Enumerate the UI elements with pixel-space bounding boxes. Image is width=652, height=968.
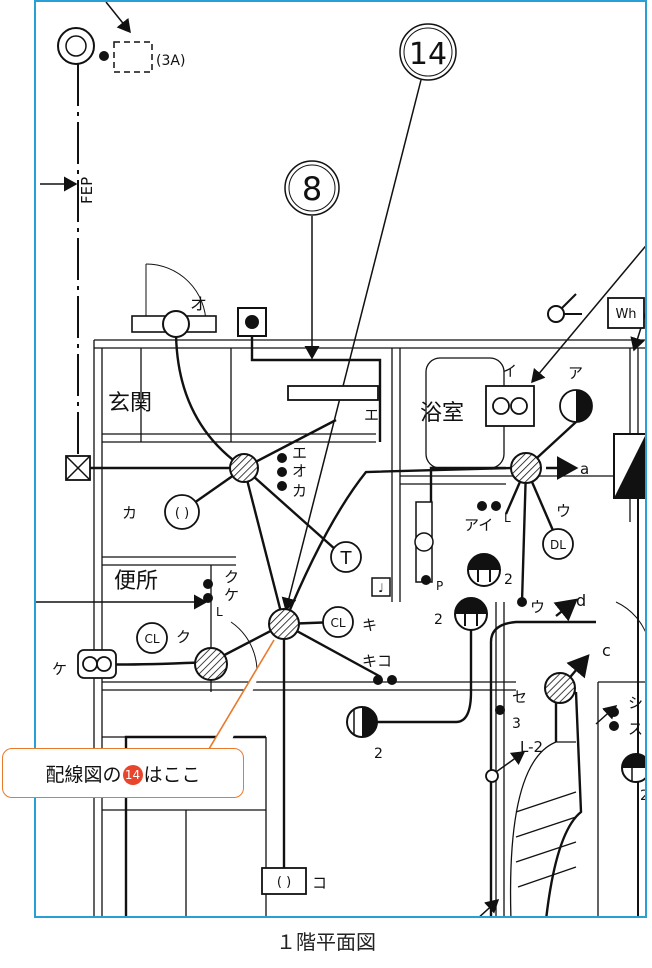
joint-box-bath [510,452,542,484]
label-l2: L [216,605,223,619]
label-ke2: ケ [52,660,67,678]
room-yokushitsu: 浴室 [420,401,464,426]
joint-box-14 [268,608,300,640]
balloon-8-text: 8 [302,170,322,208]
walls [93,263,645,916]
label-kiko: キコ [362,652,392,670]
label-i: イ [502,362,517,380]
label-shi: シ [628,694,643,712]
label-ke: ケ [224,586,239,604]
label-o2: オ [292,462,307,480]
label-c: c [602,641,611,660]
label-u: ウ [556,502,571,520]
outlet-paren: ( ) [175,506,189,521]
label-ku2: ク [176,628,191,646]
label-ka2: カ [292,482,307,500]
timer-fixture [330,541,362,573]
power-symbol [547,293,582,323]
fep-label: FEP [78,177,96,204]
figure-caption: １階平面図 [276,930,376,954]
label-l1: L [504,511,511,525]
label-su: ス [628,720,643,738]
fixture-note: ♩ [378,581,384,595]
junction-box [65,455,91,481]
switch-shi [609,707,619,717]
label-o: オ [190,295,207,315]
label-two2: 2 [434,612,443,628]
label-d: d [576,591,586,610]
label-p: P [436,579,443,593]
callout-prefix: 配線図の [45,763,122,786]
label-ka: カ [122,504,137,522]
joint-box-1 [229,453,259,483]
outdoor-light [559,389,593,423]
chime-box [371,577,391,597]
fixture-dl: DL [550,538,566,552]
room-benjo: 便所 [114,569,158,594]
balloon-14: 14 [399,23,457,81]
label-two3: 2 [374,746,383,762]
porch-light [131,310,217,338]
switch-pair-ai [477,501,501,511]
fixture-t: T [340,548,353,569]
outlet-2a [467,553,501,587]
callout-suffix: はここ [143,763,201,786]
outlet-2d [621,753,645,783]
downlight [542,528,574,560]
label-u2: ウ [530,598,545,616]
fixture-cl1: CL [144,632,159,646]
ceiling-outlet [164,494,200,530]
switch-pair-kuke [203,579,213,603]
label-e2: エ [292,444,307,462]
outlet-ko-paren: ( ) [277,875,291,890]
label-ku: ク [224,568,239,586]
pilot-lamp [485,769,499,783]
fluorescent-lamp [287,385,379,401]
lamp-symbol [57,27,153,73]
wh-label: Wh [615,307,636,322]
joint-box-toilet [194,647,228,681]
label-ko: コ [312,874,327,892]
label-l2text: L-2 [520,738,543,756]
switch-su [609,721,619,731]
label-ki: キ [362,616,377,634]
ceiling-light-toilet [136,622,168,654]
mirror-light [414,501,434,585]
ceiling-light-ki [322,606,354,638]
label-three: 3 [512,716,521,732]
outlet-2b [454,597,488,631]
panel-board [613,433,645,499]
breaker-label: (3A) [156,53,185,69]
label-se: セ [512,688,527,706]
doorbell [237,307,267,337]
label-a: ア [568,364,583,382]
switch-pair-kiko [373,675,397,685]
room-genkan: 玄関 [108,391,152,416]
outlet-2c [346,706,378,738]
callout-badge: 14 [122,764,143,785]
label-a-sub: a [580,460,589,478]
switch-se [495,705,505,715]
fixture-cl2: CL [330,616,345,630]
outlet-ko [261,867,307,895]
balloon-8: 8 [284,160,340,216]
watt-meter [607,297,645,329]
label-ai: アイ [464,516,493,534]
label-two1: 2 [504,572,513,588]
label-two4: 2 [640,788,647,804]
switch-u [517,597,527,607]
switch-group-1 [277,453,287,491]
joint-box-c [544,672,576,704]
balloon-14-text: 14 [409,37,447,72]
label-e: エ [364,406,379,424]
fan-symbol [485,385,535,427]
fan-toilet [77,649,117,679]
wiring-plan: 14 8 (3A) FEP オ エ 玄関 エ オ カ ( ) カ [36,2,647,916]
